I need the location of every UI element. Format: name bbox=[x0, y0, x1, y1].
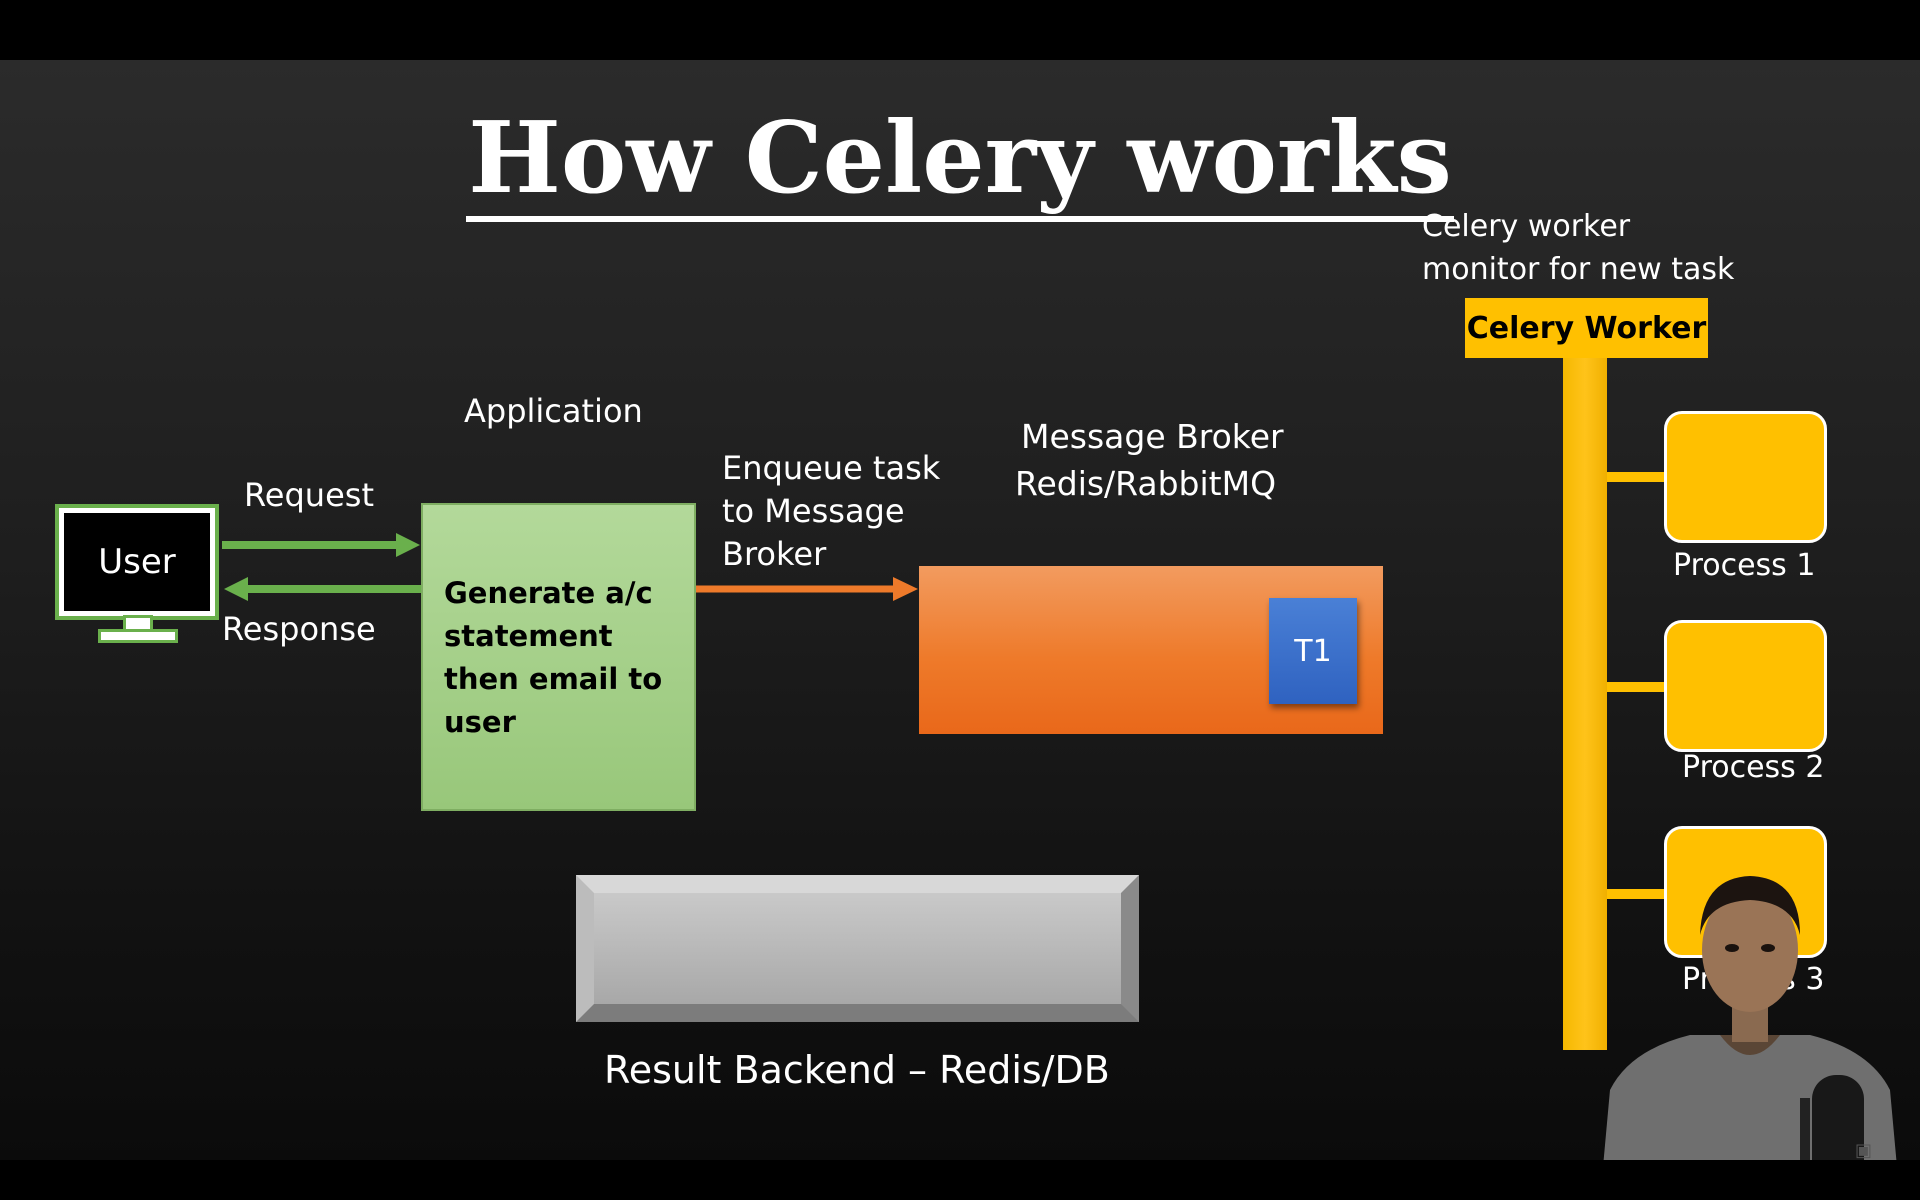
broker-title: Message Broker bbox=[1021, 417, 1284, 456]
user-monitor-icon: User bbox=[55, 504, 219, 620]
slide: How Celery works User Request Response A… bbox=[0, 60, 1920, 1160]
worker-note-line-1: Celery worker bbox=[1422, 209, 1631, 244]
process-2-box bbox=[1664, 620, 1827, 752]
user-label: User bbox=[98, 542, 176, 582]
closed-captions-icon[interactable]: ▣ bbox=[1855, 1140, 1873, 1160]
result-backend-box bbox=[576, 875, 1139, 1022]
enqueue-line-3: Broker bbox=[722, 535, 827, 573]
process-connector bbox=[1607, 682, 1667, 692]
process-1-box bbox=[1664, 411, 1827, 543]
application-heading: Application bbox=[464, 392, 643, 430]
broker-subtitle: Redis/RabbitMQ bbox=[1015, 464, 1277, 503]
monitor-base-icon bbox=[98, 629, 178, 643]
celery-worker-bus bbox=[1563, 358, 1607, 1050]
celery-worker-header: Celery Worker bbox=[1465, 298, 1708, 358]
process-connector bbox=[1607, 472, 1667, 482]
presenter-webcam-image bbox=[1603, 876, 1897, 1160]
process-connector bbox=[1607, 889, 1667, 899]
process-2-label: Process 2 bbox=[1682, 750, 1825, 785]
request-label: Request bbox=[244, 476, 374, 514]
result-backend-label: Result Backend – Redis/DB bbox=[604, 1048, 1110, 1092]
arrows-layer bbox=[222, 533, 918, 601]
enqueue-line-2: to Message bbox=[722, 492, 905, 530]
application-text: Generate a/c statement then email to use… bbox=[444, 576, 663, 739]
response-label: Response bbox=[222, 610, 376, 648]
worker-note-line-2: monitor for new task bbox=[1422, 252, 1735, 287]
task-t1: T1 bbox=[1269, 598, 1357, 704]
application-box bbox=[421, 503, 696, 811]
response-arrow bbox=[224, 577, 421, 601]
process-1-label: Process 1 bbox=[1673, 548, 1816, 583]
request-arrow bbox=[222, 533, 420, 557]
slide-title: How Celery works bbox=[0, 100, 1920, 222]
enqueue-line-1: Enqueue task bbox=[722, 449, 941, 487]
enqueue-arrow bbox=[696, 577, 918, 601]
